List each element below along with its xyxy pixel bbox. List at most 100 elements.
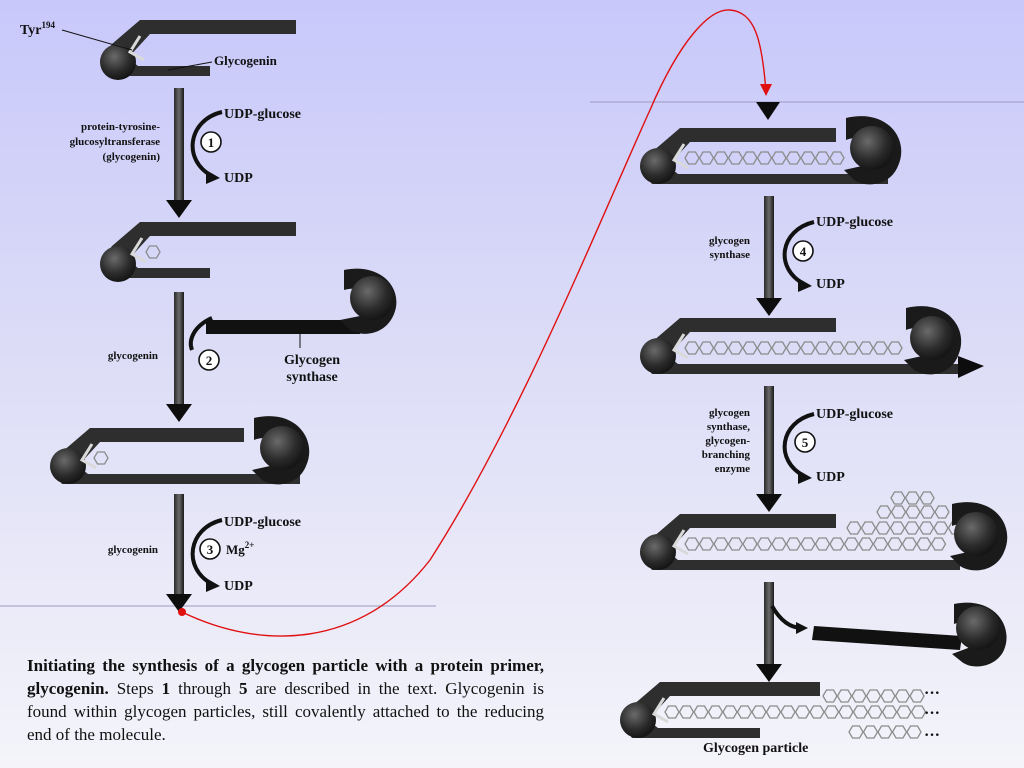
glucose-residue bbox=[664, 705, 680, 719]
glucose-residue bbox=[771, 151, 787, 165]
glucose-residue bbox=[814, 537, 831, 551]
tyr-label: Tyr194 bbox=[20, 20, 56, 38]
glucose-residue bbox=[851, 689, 867, 703]
glucose-residue bbox=[814, 151, 831, 165]
glucose-residue bbox=[934, 505, 950, 519]
glucose-residue bbox=[771, 537, 787, 551]
glucose-residue bbox=[693, 705, 709, 719]
glucose-residue bbox=[800, 341, 816, 355]
glucose-residue bbox=[713, 341, 729, 355]
glucose-residue bbox=[742, 537, 758, 551]
udp-4: UDP bbox=[816, 277, 845, 292]
connector-arrowhead bbox=[760, 84, 772, 96]
glucose-residue bbox=[896, 705, 912, 719]
step3-curve-tip bbox=[206, 578, 220, 592]
glucose-residue bbox=[736, 705, 753, 719]
glucose-residue bbox=[823, 705, 840, 719]
enzyme1-line3: (glycogenin) bbox=[103, 151, 161, 163]
step1-arrow-head bbox=[166, 200, 192, 218]
glycogenin-label: Glycogenin bbox=[214, 53, 278, 68]
final-arrow-head bbox=[756, 664, 782, 682]
glucose-residue bbox=[919, 491, 935, 505]
glycogen-particle-label: Glycogen particle bbox=[703, 741, 808, 756]
glucose-residue bbox=[875, 521, 891, 535]
glucose-residue bbox=[785, 537, 802, 551]
glucose-residue bbox=[836, 689, 853, 703]
glucose-residue bbox=[876, 505, 892, 519]
glucose-residue bbox=[909, 689, 925, 703]
enzyme1-line2: glucosyltransferase bbox=[70, 136, 161, 148]
glucose-residue bbox=[727, 151, 744, 165]
enzyme5-line4: branching bbox=[702, 449, 751, 461]
glycogenin-2 bbox=[100, 222, 296, 282]
step4-curve-tip bbox=[798, 278, 812, 292]
step3-number: 3 bbox=[207, 542, 214, 557]
step2-arrow-shaft bbox=[174, 292, 184, 406]
glucose-residue bbox=[862, 725, 879, 739]
glucose-residue bbox=[814, 341, 831, 355]
complex-3 bbox=[640, 306, 984, 378]
particle-dots-3: ··· bbox=[924, 727, 940, 744]
step5-badge bbox=[794, 431, 816, 453]
particle-dots-1: ··· bbox=[924, 685, 940, 702]
glucose-residue bbox=[904, 491, 921, 505]
glucose-residue bbox=[906, 725, 922, 739]
glycogen-synthase-released bbox=[812, 602, 1007, 667]
glucose-residue bbox=[848, 725, 864, 739]
glucose-residue bbox=[843, 537, 860, 551]
glucose-residue bbox=[858, 537, 874, 551]
step1-badge bbox=[200, 131, 222, 153]
step2-badge bbox=[198, 349, 220, 371]
enzyme1-line1: protein-tyrosine- bbox=[81, 121, 160, 133]
step5-arrow-shaft bbox=[764, 386, 774, 496]
glycogen-synthase-1 bbox=[206, 268, 397, 334]
glucose-residue bbox=[867, 705, 883, 719]
glucose-residue bbox=[905, 505, 921, 519]
caption-text-2: through bbox=[170, 679, 240, 698]
step3-arrow-head bbox=[166, 594, 192, 612]
udp-glucose-4: UDP-glucose bbox=[816, 215, 893, 230]
glucose-residue bbox=[780, 705, 796, 719]
synthase-label-2: synthase bbox=[286, 370, 337, 385]
step3-badge bbox=[199, 538, 221, 560]
udp-5: UDP bbox=[816, 470, 845, 485]
complex-4 bbox=[640, 491, 1008, 571]
final-arrow-shaft bbox=[764, 582, 774, 666]
step1-number: 1 bbox=[208, 135, 215, 150]
glucose-residue bbox=[829, 341, 845, 355]
step2-curve bbox=[188, 316, 213, 351]
glucose-residue bbox=[678, 705, 695, 719]
glucose-residue bbox=[843, 341, 860, 355]
glucose-residue bbox=[684, 341, 700, 355]
caption-bold: Initiating the synthesis of a glycogen p… bbox=[27, 656, 544, 698]
step3-arrow-shaft bbox=[174, 494, 184, 596]
udp-glucose-5: UDP-glucose bbox=[816, 407, 893, 422]
glucose-residue bbox=[904, 521, 920, 535]
step5-number: 5 bbox=[802, 435, 809, 450]
enzyme5-line1: glycogen bbox=[709, 407, 750, 419]
glucose-residue bbox=[684, 537, 700, 551]
glucose-residue bbox=[698, 341, 715, 355]
entry-arrow bbox=[756, 102, 780, 120]
glucose-residue bbox=[771, 341, 787, 355]
step4-badge bbox=[792, 240, 814, 262]
glucose-residue bbox=[916, 537, 932, 551]
glucose-residue bbox=[846, 521, 862, 535]
step1-arrow-shaft bbox=[174, 88, 184, 202]
final-curve-tip bbox=[796, 622, 808, 634]
udp-glucose-1: UDP-glucose bbox=[224, 107, 301, 122]
step2-number: 2 bbox=[206, 353, 213, 368]
glucose-residue bbox=[901, 537, 918, 551]
glucose-residue bbox=[698, 537, 715, 551]
glucose-residue bbox=[785, 151, 802, 165]
enzyme5-line5: enzyme bbox=[715, 463, 751, 475]
glucose-residue bbox=[887, 537, 903, 551]
enzyme4-line1: glycogen bbox=[709, 235, 750, 247]
glucose-residue bbox=[751, 705, 767, 719]
glucose-residue bbox=[930, 537, 947, 551]
glucose-residue bbox=[727, 341, 744, 355]
step3-curve bbox=[190, 518, 223, 586]
udp-1: UDP bbox=[224, 171, 253, 186]
glucose-residue bbox=[872, 341, 889, 355]
glucose-residue bbox=[829, 151, 845, 165]
